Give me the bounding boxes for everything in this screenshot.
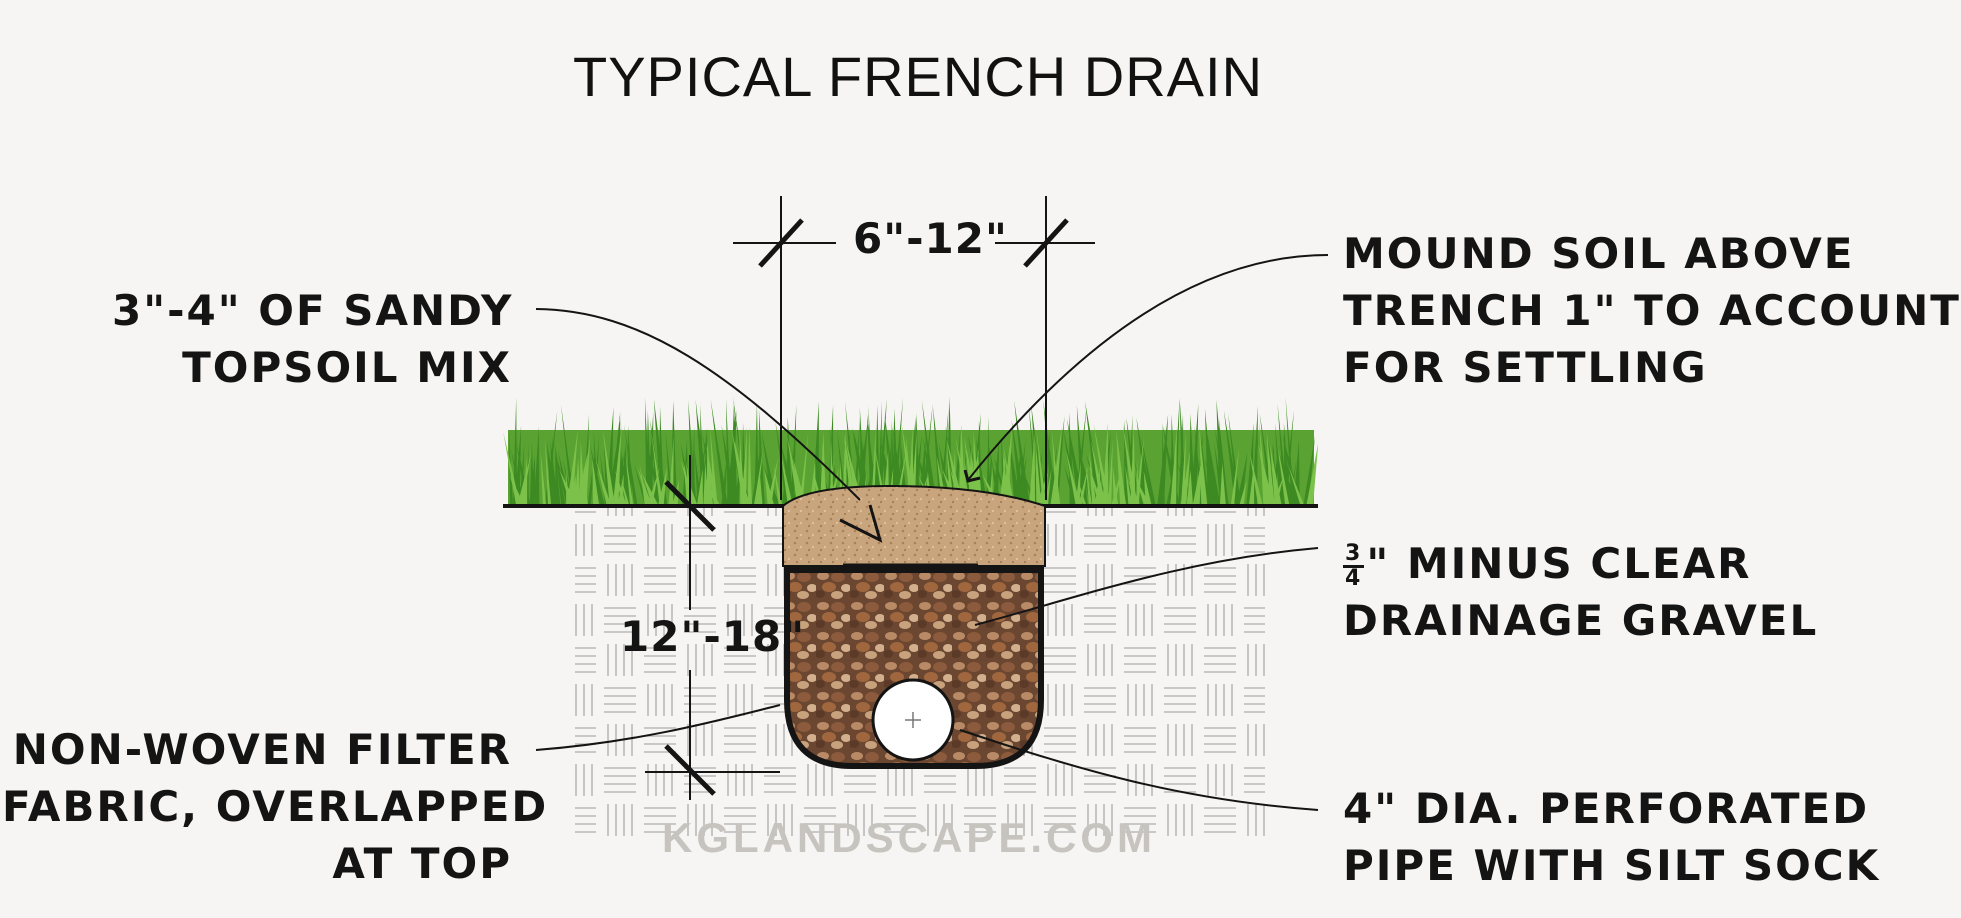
label-mound-line3: FOR SETTLING <box>1343 343 1708 392</box>
label-gravel-line2: DRAINAGE GRAVEL <box>1343 596 1819 645</box>
label-mound: MOUND SOIL ABOVE TRENCH 1" TO ACCOUNT FO… <box>1343 225 1961 396</box>
label-mound-line2: TRENCH 1" TO ACCOUNT <box>1343 286 1961 335</box>
french-drain-diagram: TYPICAL FRENCH DRAIN 6"-12" 12"-18" 3"-4… <box>2 45 1959 894</box>
label-topsoil-line2: TOPSOIL MIX <box>182 343 512 392</box>
trench-width-dimension: 6"-12" <box>853 214 1008 263</box>
gravel-trench <box>784 567 1044 769</box>
trench-depth-dimension: 12"-18" <box>620 612 806 661</box>
label-pipe-line1: 4" DIA. PERFORATED <box>1343 784 1870 833</box>
diagram-title: TYPICAL FRENCH DRAIN <box>573 45 1264 108</box>
grass-surface <box>503 396 1319 506</box>
label-pipe: 4" DIA. PERFORATED PIPE WITH SILT SOCK <box>1343 780 1880 894</box>
label-fabric-line2: FABRIC, OVERLAPPED <box>2 782 549 831</box>
label-pipe-line2: PIPE WITH SILT SOCK <box>1343 841 1881 890</box>
depth-dimension-lines <box>645 455 780 800</box>
label-topsoil: 3"-4" OF SANDY TOPSOIL MIX <box>112 282 512 396</box>
fraction-numerator: 3 <box>1343 541 1365 568</box>
label-gravel-line1-text: " MINUS CLEAR <box>1366 539 1752 588</box>
diagram-drawing <box>503 196 1329 840</box>
label-topsoil-line1: 3"-4" OF SANDY <box>112 286 514 335</box>
leader-arrowheads <box>839 469 981 543</box>
label-mound-line1: MOUND SOIL ABOVE <box>1343 229 1855 278</box>
watermark: KGLANDSCAPE.COM <box>662 814 1157 861</box>
label-fabric: NON-WOVEN FILTER FABRIC, OVERLAPPED AT T… <box>2 721 549 892</box>
label-fabric-line1: NON-WOVEN FILTER <box>12 725 512 774</box>
width-dimension-lines <box>733 196 1095 500</box>
label-fabric-line3: AT TOP <box>332 839 512 888</box>
topsoil-mound <box>782 484 1046 567</box>
fraction-denominator: 4 <box>1345 566 1363 591</box>
leader-lines <box>535 254 1329 811</box>
